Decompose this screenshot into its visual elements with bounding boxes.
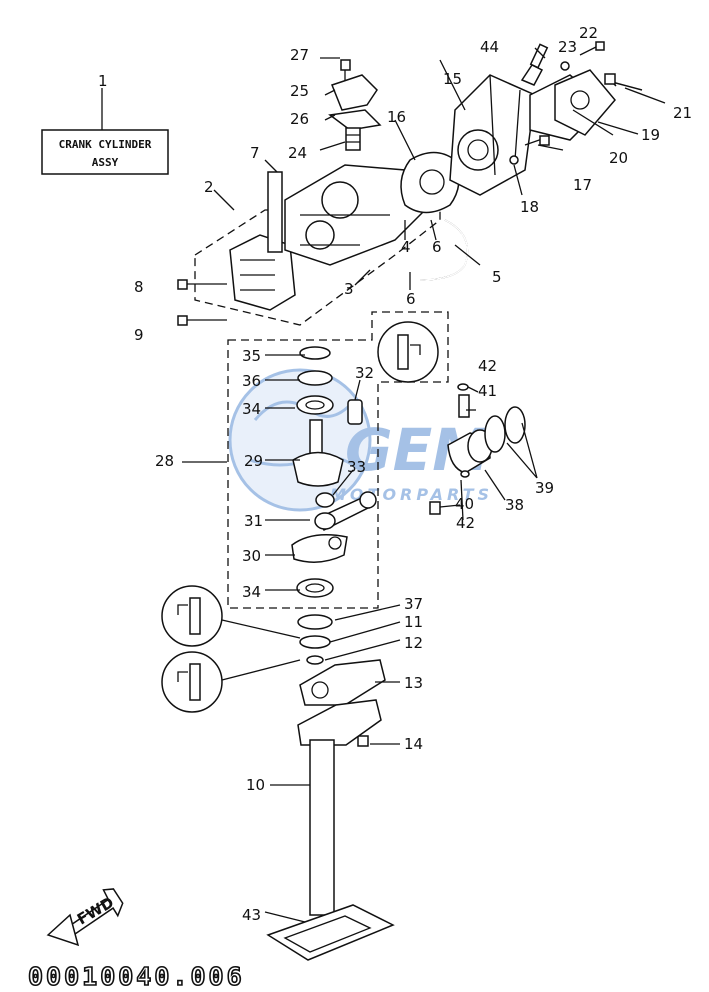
callout-5: 5 [492, 268, 502, 286]
callout-18: 18 [520, 198, 539, 216]
crank-30 [291, 534, 348, 563]
callout-16: 16 [387, 108, 406, 126]
callout-37: 37 [404, 595, 423, 613]
head-cover-15 [449, 74, 536, 196]
callout-7: 7 [250, 144, 260, 162]
thermostat-24 [345, 127, 361, 151]
callout-10: 10 [246, 776, 265, 794]
bearing-33 [315, 492, 335, 508]
exhaust-tube-10 [297, 699, 382, 916]
gasket-26 [328, 109, 382, 131]
callout-44: 44 [480, 38, 499, 56]
callout-34b: 34 [242, 583, 261, 601]
callout-34a: 34 [242, 400, 261, 418]
callout-3: 3 [344, 280, 354, 298]
callout-11: 11 [404, 613, 423, 631]
seal-37 [297, 614, 333, 630]
ring-36 [297, 370, 333, 386]
callout-25: 25 [290, 82, 309, 100]
cylinder-block-group [194, 159, 441, 326]
callout-33: 33 [347, 458, 366, 476]
title-line1: CRANK CYLINDER [59, 138, 152, 151]
fwd-arrow-icon: FWD [46, 888, 124, 947]
callout-6b: 6 [406, 290, 416, 308]
callout-19: 19 [641, 126, 660, 144]
callout-23: 23 [558, 38, 577, 56]
callout-42a: 42 [478, 357, 497, 375]
crankshaft-group [227, 311, 449, 609]
gasket-16 [400, 151, 460, 214]
seal-11 [299, 635, 331, 649]
callout-36: 36 [242, 372, 261, 390]
seal-35 [299, 346, 331, 360]
callout-24: 24 [288, 144, 307, 162]
leader-lines [182, 47, 666, 923]
crankshaft-29 [292, 419, 344, 487]
callout-30: 30 [242, 547, 261, 565]
callout-38: 38 [505, 496, 524, 514]
fwd-label: FWD [74, 893, 117, 928]
callout-14: 14 [404, 735, 423, 753]
callout-1: 1 [98, 72, 108, 90]
callout-12: 12 [404, 634, 423, 652]
ring-39a [484, 415, 506, 453]
callout-39: 39 [535, 479, 554, 497]
spark-plug-44 [520, 43, 549, 86]
watermark: GEM MOTORPARTS [228, 368, 490, 512]
callout-28: 28 [155, 452, 174, 470]
diagram-code: 00010040.006 [28, 962, 245, 991]
callout-32: 32 [355, 364, 374, 382]
gasket-43 [266, 904, 395, 961]
callout-labels: 1 2 3 4 5 6 6 7 8 9 10 11 12 13 14 15 16… [98, 24, 692, 924]
ring-39b [504, 406, 526, 444]
bearing-34-bottom [296, 578, 334, 598]
detail-circle-left2 [161, 651, 301, 713]
callout-15: 15 [443, 70, 462, 88]
title-box: CRANK CYLINDER ASSY [41, 88, 169, 175]
gasket-13 [299, 659, 386, 706]
callout-29: 29 [244, 452, 263, 470]
detail-circle-top [377, 321, 439, 383]
pin-32 [347, 399, 363, 425]
callout-43: 43 [242, 906, 261, 924]
callout-40: 40 [455, 495, 474, 513]
clip-42-top [457, 383, 469, 391]
title-line2: ASSY [92, 156, 119, 169]
oring-12 [306, 655, 324, 665]
callout-26: 26 [290, 110, 309, 128]
cover-25 [331, 74, 378, 111]
connecting-rod-31 [314, 491, 377, 532]
bearing-34-top [296, 395, 334, 415]
callout-42b: 42 [456, 514, 475, 532]
callout-6a: 6 [432, 238, 442, 256]
callout-21: 21 [673, 104, 692, 122]
callout-17: 17 [573, 176, 592, 194]
callout-41: 41 [478, 382, 497, 400]
callout-13: 13 [404, 674, 423, 692]
callout-22: 22 [579, 24, 598, 42]
callout-35: 35 [242, 347, 261, 365]
callout-31: 31 [244, 512, 263, 530]
tube-part [267, 171, 283, 253]
cover-19 [554, 69, 616, 136]
detail-circle-left1 [161, 585, 301, 647]
callout-4: 4 [401, 238, 411, 256]
clip-42-bottom [460, 470, 470, 478]
callout-8: 8 [134, 278, 144, 296]
pin-41 [458, 394, 470, 418]
callout-2: 2 [204, 178, 214, 196]
callout-20: 20 [609, 149, 628, 167]
bearing-40 [429, 501, 441, 515]
callout-27: 27 [290, 46, 309, 64]
callout-9: 9 [134, 326, 144, 344]
